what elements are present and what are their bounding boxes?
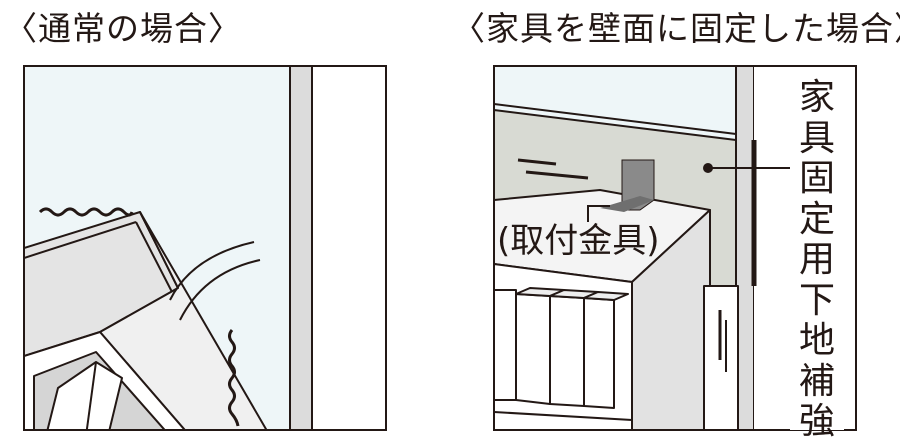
bracket-base [600, 196, 654, 212]
wall-pillar [289, 66, 313, 430]
fixed-case-caption: 〈家具を壁面に固定した場合〉 [452, 9, 900, 48]
normal-case-caption: 〈通常の場合〉 [4, 9, 242, 48]
normal-case-frame [23, 65, 387, 431]
motion-line-1 [169, 241, 255, 301]
shake-mark-side [228, 329, 240, 427]
shake-mark-top [38, 207, 134, 217]
wall-pillar-side [311, 66, 386, 430]
backing-label-bg [790, 72, 844, 430]
motion-line-2 [179, 259, 261, 321]
backing-label: 家具固定用下地補強 [798, 77, 835, 442]
fixed-case-frame [493, 65, 857, 431]
bracket-leader-line [587, 205, 610, 222]
fixed-case-illustration [493, 65, 857, 431]
bracket-label: (取付金具) [497, 221, 660, 261]
falling-cabinet [24, 211, 268, 430]
fixed-cabinet [494, 189, 739, 430]
normal-case-illustration [23, 65, 387, 431]
